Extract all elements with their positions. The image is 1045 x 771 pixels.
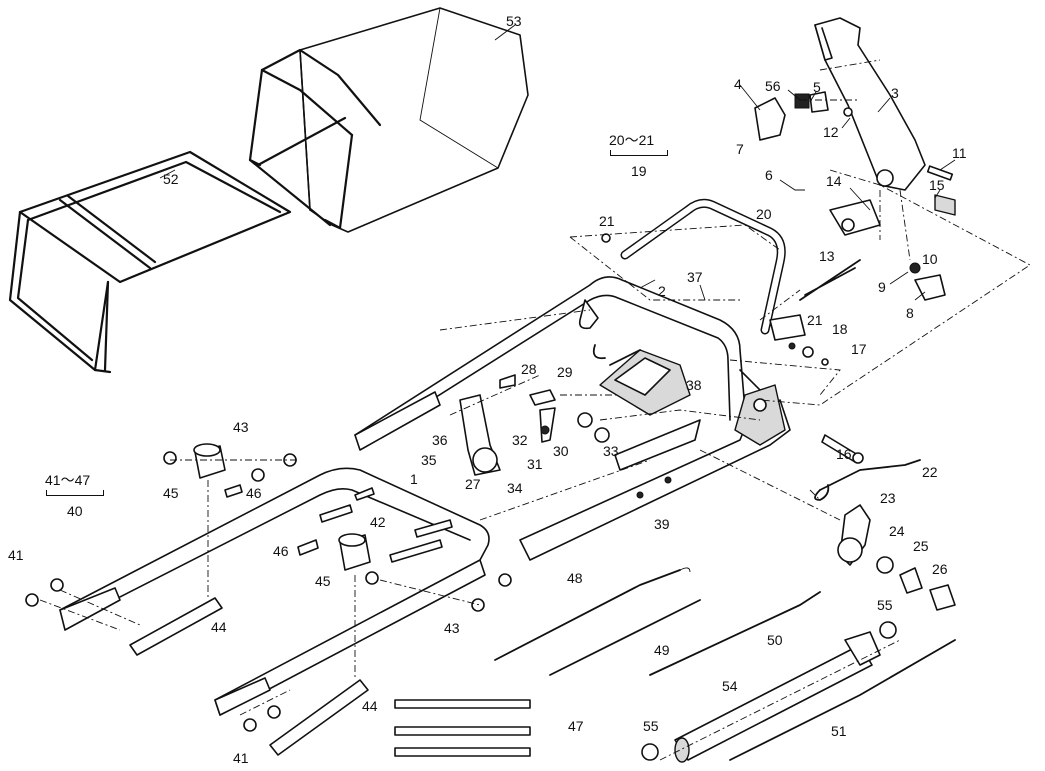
label-part-11: 11 (952, 145, 967, 161)
label-part-34: 34 (507, 480, 523, 496)
label-part-55-lower: 55 (643, 718, 659, 734)
label-part-37: 37 (687, 269, 703, 285)
label-part-22: 22 (922, 464, 938, 480)
label-part-50: 50 (767, 632, 783, 648)
label-part-5: 5 (813, 79, 821, 95)
label-part-1: 1 (410, 471, 418, 487)
label-part-3: 3 (891, 85, 899, 101)
control-lever (459, 374, 610, 476)
label-part-32: 32 (512, 432, 528, 448)
label-part-43-bottom: 43 (444, 620, 460, 636)
label-part-15: 15 (929, 177, 945, 193)
label-part-10: 10 (922, 251, 938, 267)
label-part-46-right: 46 (273, 543, 289, 559)
label-part-45-left: 45 (163, 485, 179, 501)
label-part-13: 13 (819, 248, 835, 264)
hose-clamps (641, 621, 897, 761)
leader-lines (159, 24, 956, 301)
label-part-36: 36 (432, 432, 448, 448)
label-part-55-upper: 55 (877, 597, 893, 613)
label-part-28: 28 (521, 361, 537, 377)
label-part-39: 39 (654, 516, 670, 532)
label-part-56: 56 (765, 78, 781, 94)
label-part-12: 12 (823, 124, 839, 140)
label-part-9: 9 (878, 279, 886, 295)
label-part-16: 16 (836, 446, 852, 462)
pin-16 (821, 434, 864, 464)
label-part-35: 35 (421, 452, 437, 468)
label-part-29: 29 (557, 364, 573, 380)
label-part-21-lower: 21 (807, 312, 823, 328)
fasteners (25, 451, 672, 732)
label-part-26: 26 (932, 561, 948, 577)
label-part-23: 23 (880, 490, 896, 506)
label-part-21-upper: 21 (599, 213, 615, 229)
label-part-14: 14 (826, 173, 842, 189)
label-part-31: 31 (527, 456, 543, 472)
label-part-51: 51 (831, 723, 847, 739)
springs (592, 344, 921, 501)
label-part-24: 24 (889, 523, 905, 539)
label-part-33: 33 (603, 443, 619, 459)
label-part-54: 54 (722, 678, 738, 694)
assembly-lines (39, 59, 1031, 761)
label-part-44-right: 44 (362, 698, 378, 714)
label-part-8: 8 (906, 305, 914, 321)
brackets-44 (129, 597, 369, 756)
label-part-47: 47 (568, 718, 584, 734)
label-part-4: 4 (734, 76, 742, 92)
label-part-41-left: 41 (8, 547, 24, 563)
label-part-17: 17 (851, 341, 867, 357)
upper-handle (620, 198, 786, 335)
label-part-48: 48 (567, 570, 583, 586)
label-part-53: 53 (506, 13, 522, 29)
label-part-38: 38 (686, 377, 702, 393)
label-part-7: 7 (736, 141, 744, 157)
label-part-6: 6 (765, 167, 773, 183)
label-part-27: 27 (465, 476, 481, 492)
discharge-tube (674, 631, 881, 763)
handle-bar (59, 467, 490, 716)
blade-brake-lever (837, 504, 956, 611)
label-part-19: 19 (631, 163, 647, 179)
label-part-40: 40 (67, 503, 83, 519)
label-part-20: 20 (756, 206, 772, 222)
handle-mount-bracket (814, 17, 926, 191)
lever-housing (599, 349, 691, 416)
label-part-25: 25 (913, 538, 929, 554)
label-range-41-47: 41～47 (45, 472, 91, 488)
label-part-18: 18 (832, 321, 848, 337)
label-part-49: 49 (654, 642, 670, 658)
label-part-45-right: 45 (315, 573, 331, 589)
brace-40 (46, 490, 104, 502)
label-part-41-bottom: 41 (233, 750, 249, 766)
label-part-46-left: 46 (246, 485, 262, 501)
label-part-42: 42 (370, 514, 386, 530)
throttle-parts (601, 91, 956, 366)
label-part-44-left: 44 (211, 619, 227, 635)
label-range-20-21: 20～21 (609, 132, 655, 148)
bag-frame (8, 150, 292, 374)
label-part-30: 30 (553, 443, 569, 459)
label-part-2: 2 (658, 283, 666, 299)
brace-19 (610, 150, 668, 162)
cables (494, 567, 956, 761)
grass-bag (248, 7, 529, 233)
clamps-45 (193, 443, 371, 571)
label-part-43-top: 43 (233, 419, 249, 435)
label-part-52: 52 (163, 171, 179, 187)
cable-ties (394, 699, 531, 757)
